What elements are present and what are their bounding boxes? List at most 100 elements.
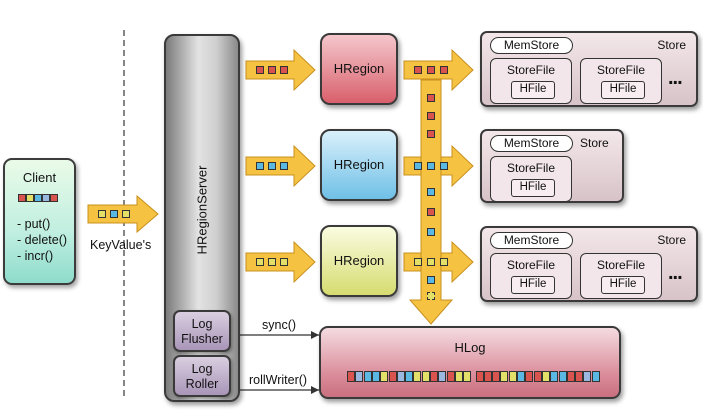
hlog-entry-cell — [396, 371, 405, 382]
hfile: HFile — [601, 81, 645, 99]
rollwriter-label: rollWriter() — [249, 373, 308, 387]
hlog-entry-cell — [355, 371, 364, 382]
hlog-entry-cell — [475, 371, 484, 382]
hlog-entry-cell — [380, 371, 389, 382]
kv-cell — [440, 66, 448, 74]
kv-cell — [256, 258, 264, 266]
hlog-entry-cell — [533, 371, 542, 382]
hlog-entry-cell — [446, 371, 455, 382]
kv-cell — [256, 66, 264, 74]
storefile: StoreFile HFile — [490, 156, 572, 202]
kv-cell — [427, 94, 435, 102]
kv-cell — [414, 258, 422, 266]
kv-cell — [427, 112, 435, 120]
kv-cell — [98, 210, 106, 218]
kv-cell — [427, 66, 435, 74]
kv-cell — [256, 162, 264, 170]
log-flusher-box: Log Flusher — [173, 310, 231, 352]
hlog-entry-cell — [550, 371, 559, 382]
store-title: Store — [657, 38, 686, 52]
storefile-label: StoreFile — [506, 63, 556, 77]
client-kv-cell — [18, 194, 26, 202]
kv-cell — [427, 258, 435, 266]
client-kv-cell — [34, 194, 42, 202]
log-roller-box: Log Roller — [173, 355, 231, 397]
client-kv-cell — [42, 194, 50, 202]
storefile-label: StoreFile — [506, 258, 556, 272]
more-storefiles: ... — [668, 262, 683, 284]
storefile: StoreFile HFile — [580, 58, 662, 104]
kv-cell — [440, 258, 448, 266]
store-title: Store — [657, 233, 686, 247]
kv-cell — [427, 292, 435, 300]
hlog-entry-cell — [517, 371, 525, 382]
hlog-entry-cell — [558, 371, 567, 382]
kv-cell — [122, 210, 130, 218]
kv-cell — [268, 258, 276, 266]
hlog-entries — [347, 371, 600, 383]
hlog-box: HLog — [319, 326, 621, 399]
client-kv-cell — [26, 194, 34, 202]
kv-cell — [268, 162, 276, 170]
client-operations: - put() - delete() - incr() — [17, 217, 68, 263]
hlog-entry-cell — [483, 371, 492, 382]
hlog-entry-cell — [508, 371, 517, 382]
memstore: MemStore — [490, 37, 573, 54]
storefile-label: StoreFile — [506, 161, 556, 175]
hlog-arrow — [408, 79, 454, 325]
memstore: MemStore — [490, 135, 573, 152]
hlog-entry-cell — [438, 371, 447, 382]
hlog-title: HLog — [454, 340, 486, 355]
kv-cell — [440, 162, 448, 170]
hlog-entry-cell — [566, 371, 575, 382]
hregion-2: HRegion — [320, 129, 398, 201]
hlog-entry-cell — [492, 371, 501, 382]
hfile: HFile — [601, 276, 645, 294]
kv-cell — [414, 66, 422, 74]
kv-cell — [427, 208, 435, 216]
hlog-entry-cell — [525, 371, 534, 382]
hlog-entry-cell — [430, 371, 438, 382]
hlog-entry-cell — [591, 371, 600, 382]
kv-cell — [427, 228, 435, 236]
store-title: Store — [580, 136, 609, 150]
storefile: StoreFile HFile — [490, 253, 572, 299]
hlog-entry-cell — [363, 371, 372, 382]
hlog-entry-cell — [575, 371, 584, 382]
storefile-label: StoreFile — [596, 258, 646, 272]
kv-cell — [427, 276, 435, 284]
kv-cell — [268, 66, 276, 74]
store-1: MemStore Store StoreFile HFile StoreFile… — [480, 31, 698, 107]
kv-cell — [110, 210, 118, 218]
keyvalue-label: KeyValue's — [90, 238, 152, 252]
hlog-entry-cell — [371, 371, 380, 382]
storefile: StoreFile HFile — [580, 253, 662, 299]
sync-label: sync() — [262, 318, 297, 332]
store-3: MemStore Store StoreFile HFile StoreFile… — [480, 226, 698, 302]
hregion-3: HRegion — [320, 225, 398, 297]
kv-cell — [427, 188, 435, 196]
hlog-entry-cell — [388, 371, 397, 382]
kv-cell — [414, 162, 422, 170]
hlog-entry-cell — [541, 371, 550, 382]
hlog-entry-cell — [583, 371, 592, 382]
sync-arrowhead — [311, 331, 319, 339]
kv-cell — [280, 258, 288, 266]
hfile: HFile — [511, 179, 555, 197]
hfile: HFile — [511, 81, 555, 99]
client-title: Client — [22, 170, 57, 185]
kv-cell — [427, 162, 435, 170]
storefile-label: StoreFile — [596, 63, 646, 77]
client-box: Client - put() - delete() - incr() — [3, 158, 76, 285]
region-server-label: HRegionServer — [194, 165, 210, 255]
client-kv-cell — [50, 194, 58, 202]
kv-cell — [280, 162, 288, 170]
hlog-entry-cell — [405, 371, 414, 382]
store-arrow-1 — [403, 48, 474, 92]
hfile: HFile — [511, 276, 555, 294]
hlog-entry-cell — [500, 371, 509, 382]
more-storefiles: ... — [668, 67, 683, 89]
rollwriter-arrowhead — [311, 386, 319, 394]
store-2: MemStore Store StoreFile HFile — [480, 129, 624, 203]
storefile: StoreFile HFile — [490, 58, 572, 104]
